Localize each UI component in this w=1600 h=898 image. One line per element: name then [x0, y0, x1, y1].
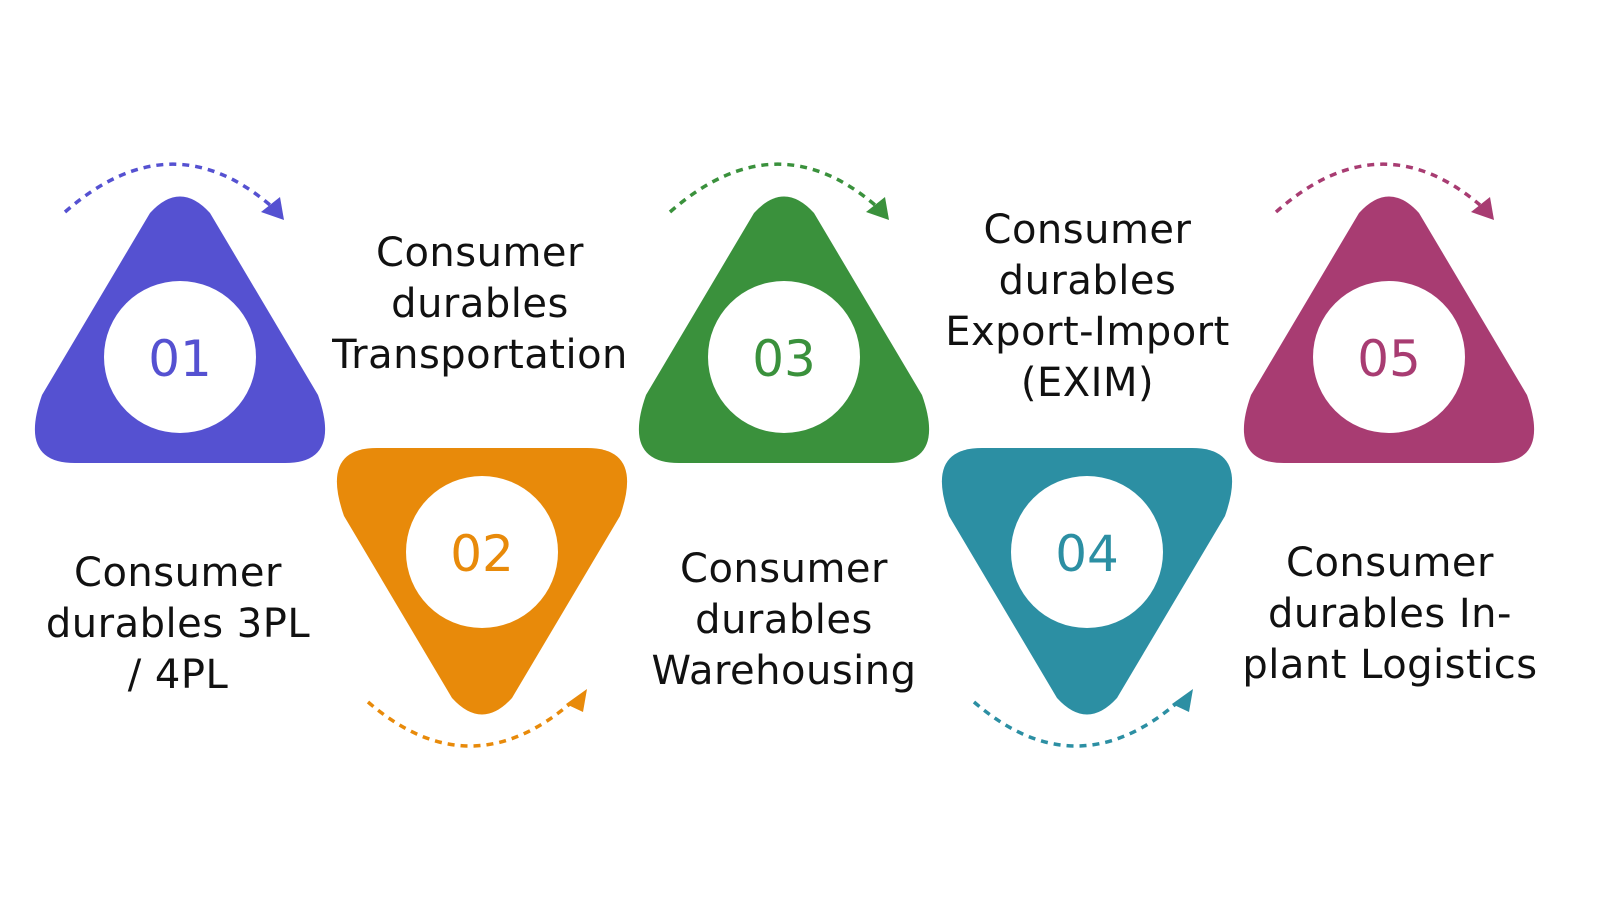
step-05-shape — [1243, 162, 1535, 463]
step-01-shape — [34, 162, 326, 463]
step-01-number: 01 — [148, 330, 212, 388]
step-02-label: Consumer durables Transportation — [332, 230, 628, 378]
dashed-arrow-icon — [63, 162, 272, 214]
step-01-label: Consumer durables 3PL / 4PL — [45, 550, 311, 698]
arrowhead-icon — [261, 197, 284, 220]
number-circle — [406, 476, 558, 628]
step-04-label: Consumer durables Export-Import (EXIM) — [945, 207, 1230, 406]
dashed-arrow-icon — [366, 700, 574, 748]
step-04-number: 04 — [1055, 525, 1119, 583]
step-05-number: 05 — [1357, 330, 1421, 388]
dashed-arrow-icon — [1274, 162, 1482, 214]
number-circle — [1313, 281, 1465, 433]
arrowhead-icon — [866, 197, 889, 220]
step-03-shape — [638, 162, 930, 463]
step-03-number: 03 — [752, 330, 816, 388]
number-circle — [104, 281, 256, 433]
arrowhead-icon — [566, 689, 587, 712]
arrowhead-icon — [1172, 689, 1193, 712]
step-04-shape — [941, 448, 1233, 748]
step-02-number: 02 — [450, 525, 514, 583]
step-02-shape — [336, 448, 628, 748]
dashed-arrow-icon — [668, 162, 877, 214]
step-03-label: Consumer durables Warehousing — [651, 546, 917, 694]
dashed-arrow-icon — [972, 700, 1180, 748]
arrowhead-icon — [1471, 197, 1494, 220]
number-circle — [708, 281, 860, 433]
number-circle — [1011, 476, 1163, 628]
step-05-label: Consumer durables In- plant Logistics — [1242, 540, 1538, 688]
